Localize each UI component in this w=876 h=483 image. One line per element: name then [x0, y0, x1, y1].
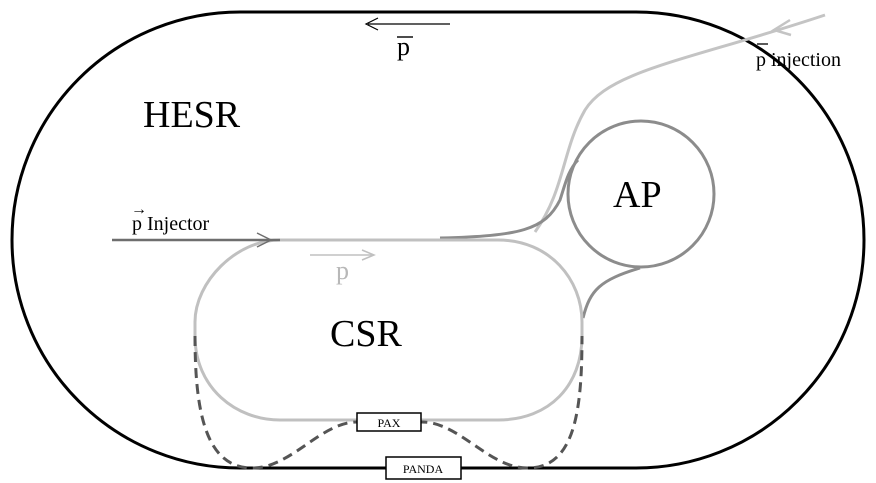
panda-label: PANDA [403, 462, 444, 476]
p-csr-label: p [336, 256, 349, 285]
p-injector-label: p Injector [132, 213, 210, 235]
csr-ring [193, 238, 584, 422]
ap-label: AP [613, 174, 662, 216]
csr-label: CSR [330, 313, 402, 355]
pbar-injection-label: p injection [756, 49, 841, 71]
ap-ring [566, 119, 716, 269]
ap-transfer-upper [439, 158, 580, 240]
panda-box [385, 456, 462, 480]
p-injector-arrowhead [256, 232, 273, 248]
pbar-injection-line [533, 13, 826, 233]
pbar-top-label: p [397, 32, 410, 61]
hesr-ring [10, 10, 866, 470]
pax-box [356, 412, 422, 432]
pax-bypass-dashed-line [193, 335, 584, 470]
p-injector-arrow-glyph: → [131, 201, 147, 218]
pbar-direction-arrow [364, 17, 450, 31]
ap-transfer-lower [581, 266, 641, 319]
hesr-label: HESR [143, 94, 241, 136]
p-csr-direction-arrow [310, 249, 376, 261]
pbar-injection-arrowhead [770, 18, 792, 37]
pax-label: PAX [378, 416, 401, 430]
